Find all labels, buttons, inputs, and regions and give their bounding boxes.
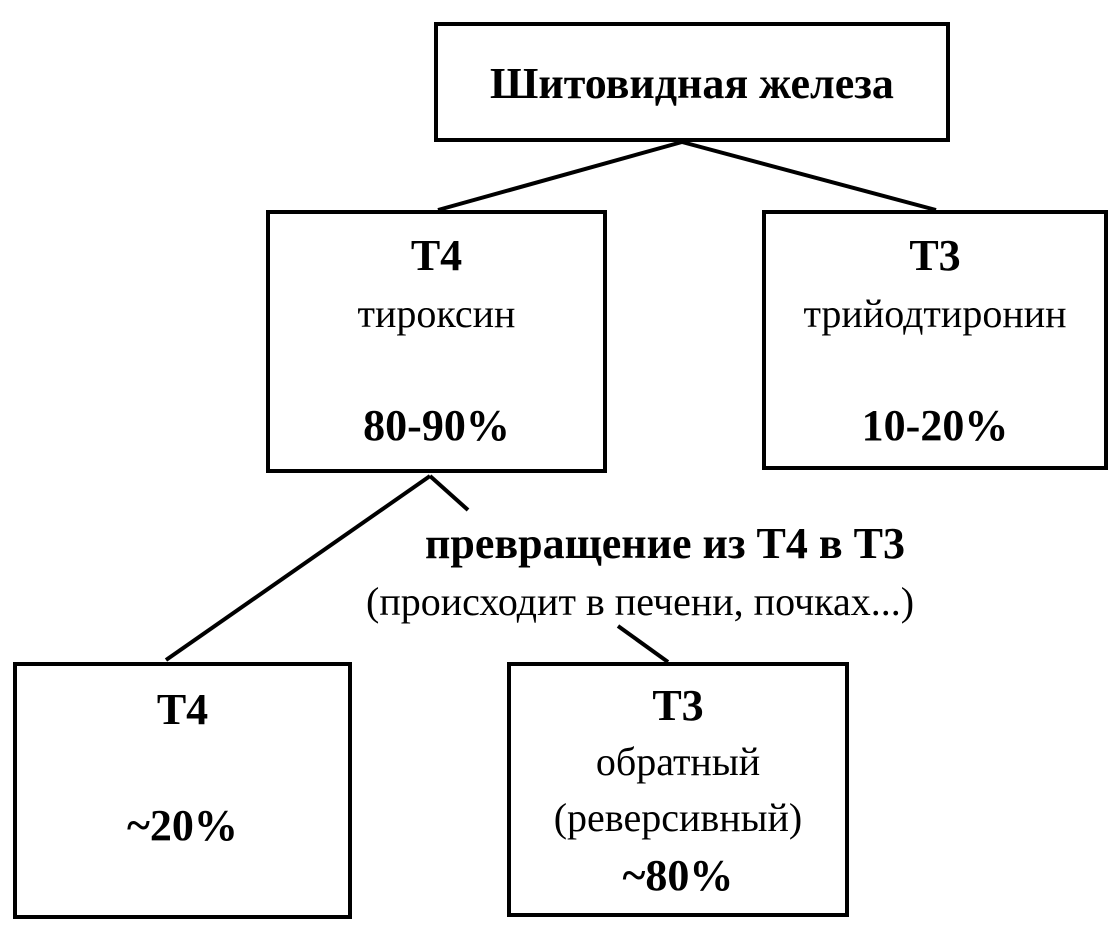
t4-result-percent: ~20% <box>127 801 238 850</box>
t3-percent: 10-20% <box>861 401 1009 450</box>
reverse-t3-percent: ~80% <box>622 851 734 900</box>
thyroid-gland-box: Шитовидная железа <box>434 22 950 142</box>
connector-t4-to-conversion <box>428 474 470 512</box>
t4-code: T4 <box>410 231 463 280</box>
t4-result-code: T4 <box>156 685 209 734</box>
conversion-title: превращение из T4 в T3 <box>425 519 905 568</box>
connector-thyroid-to-t3 <box>681 140 937 212</box>
t4-thyroxine-box: T4 тироксин 80-90% <box>266 210 607 473</box>
reverse-t3-line2: (реверсивный) <box>553 795 803 840</box>
connector-t4-to-t4-result <box>164 474 432 662</box>
connector-thyroid-to-t4 <box>437 140 683 212</box>
t3-name: трийодтиронин <box>803 291 1067 336</box>
conversion-note: (происходит в печени, почках...) <box>366 579 915 624</box>
t4-result-box: T4 ~20% <box>13 662 352 919</box>
t4-percent: 80-90% <box>363 401 510 450</box>
t3-triiodothyronine-box: T3 трийодтиронин 10-20% <box>762 210 1108 470</box>
thyroid-gland-title: Шитовидная железа <box>490 59 894 108</box>
reverse-t3-box: T3 обратный (реверсивный) ~80% <box>507 662 849 917</box>
connector-conversion-to-rt3 <box>616 624 670 664</box>
reverse-t3-line1: обратный <box>595 739 761 784</box>
reverse-t3-code: T3 <box>652 681 704 730</box>
t4-name: тироксин <box>357 291 516 336</box>
t3-code: T3 <box>909 231 961 280</box>
